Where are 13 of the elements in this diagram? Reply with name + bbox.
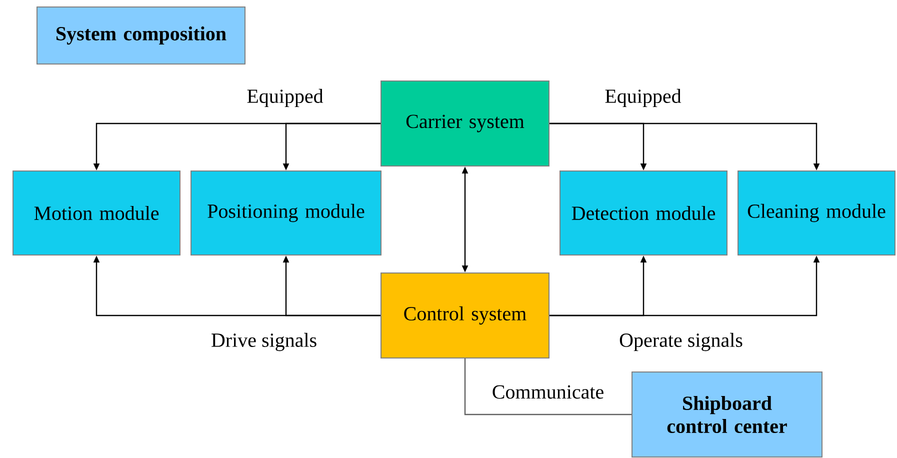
module-box: Detection module (560, 170, 728, 256)
module-box: Positioning module (190, 170, 382, 256)
edge-label: Communicate (490, 384, 606, 400)
edge-label: Equipped (604, 88, 682, 108)
edge-label: Equipped (246, 88, 324, 108)
title-box: System composition (36, 6, 246, 64)
system-box: Carrier system (380, 80, 550, 166)
edge-label: Drive signals (210, 332, 318, 352)
center-box: Shipboard control center (632, 372, 822, 458)
module-box: Cleaning module (738, 170, 896, 256)
system-box: Control system (380, 272, 550, 358)
edge-label: Operate signals (618, 332, 744, 352)
module-box: Motion module (12, 170, 180, 256)
